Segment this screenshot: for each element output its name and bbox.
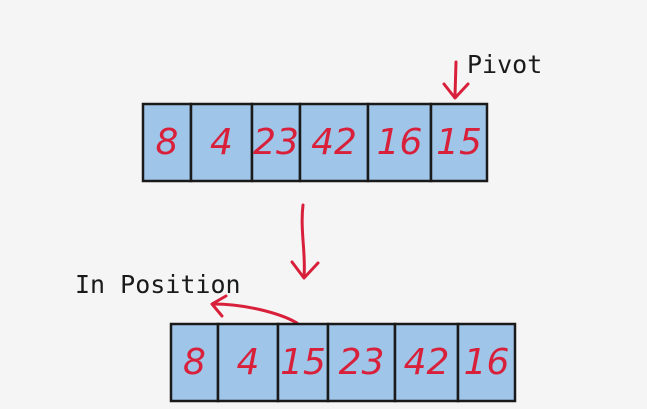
- array-cell-value: 16: [377, 122, 423, 163]
- array-cell-box: [429, 102, 489, 183]
- array-cell-box: [189, 102, 254, 183]
- array-cell: 23: [250, 102, 302, 183]
- array-cell-value: 8: [183, 342, 206, 383]
- array-cell: 15: [276, 322, 330, 403]
- down-arrow-icon: [290, 203, 320, 280]
- pivot-arrow-icon: [442, 60, 470, 100]
- array-cell-box: [276, 322, 330, 403]
- array-cell-value: 15: [436, 122, 482, 163]
- array-cell-box: [250, 102, 302, 183]
- array-cell: 42: [393, 322, 460, 403]
- array-cell-value: 4: [210, 122, 233, 163]
- array-cell-value: 23: [253, 122, 299, 163]
- in-position-arrow-icon: [210, 294, 299, 325]
- array-cell: 15: [429, 102, 489, 183]
- array-cell-box: [141, 102, 193, 183]
- array-cell-value: 23: [339, 342, 385, 383]
- array-cell: 23: [326, 322, 397, 403]
- array-cell-box: [326, 322, 397, 403]
- array-cell-box: [456, 322, 517, 403]
- array-cell: 16: [456, 322, 517, 403]
- in-position-label: In Position: [75, 270, 241, 299]
- array-cell-value: 15: [280, 342, 326, 383]
- array-cell-box: [366, 102, 433, 183]
- pivot-label: Pivot: [467, 50, 542, 79]
- array-cell: 8: [141, 102, 193, 183]
- array-cell-box: [169, 322, 220, 403]
- array-cell: 42: [298, 102, 370, 183]
- array-cell-value: 42: [311, 122, 357, 163]
- array-cell: 8: [169, 322, 220, 403]
- array-cell-value: 8: [156, 122, 179, 163]
- array-cell: 4: [216, 322, 280, 403]
- array-cell-box: [216, 322, 280, 403]
- array-cell-value: 4: [237, 342, 260, 383]
- array-cell: 16: [366, 102, 433, 183]
- array-cell: 4: [189, 102, 254, 183]
- array-cell-value: 16: [464, 342, 510, 383]
- array-cell-value: 42: [404, 342, 450, 383]
